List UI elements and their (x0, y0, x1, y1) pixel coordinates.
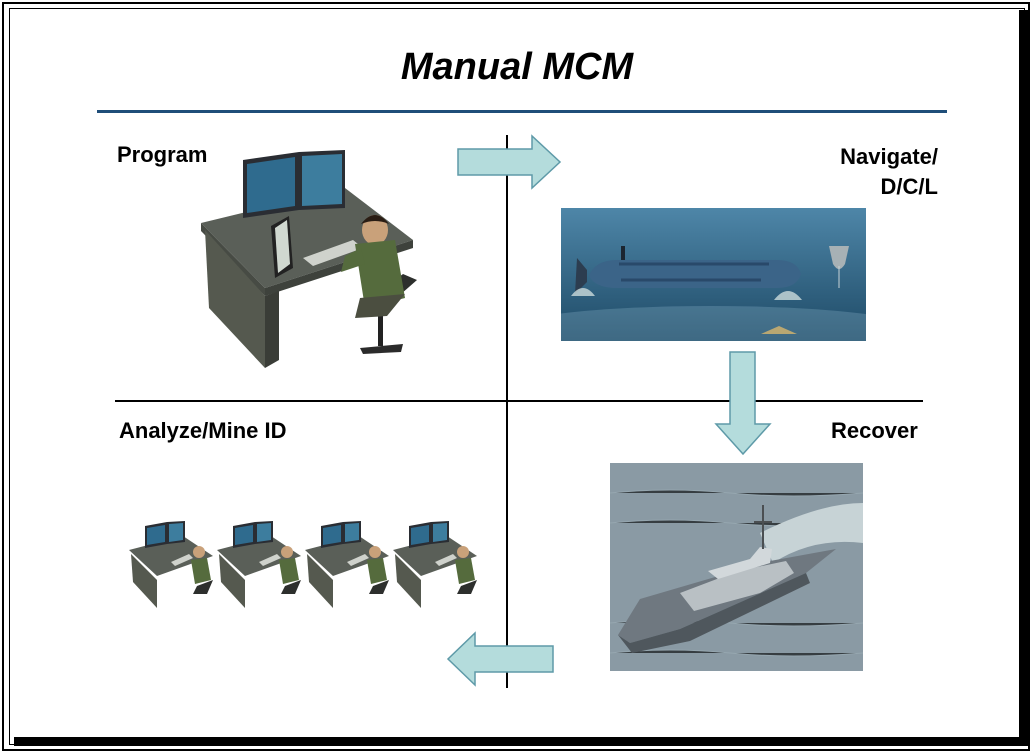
arrow-right-icon (457, 134, 562, 190)
program-label: Program (117, 142, 208, 167)
vertical-divider (506, 135, 508, 688)
arrow-down-icon (714, 351, 772, 456)
navigate-label-line1: Navigate/ (840, 144, 938, 169)
analyze-label: Analyze/Mine ID (119, 418, 287, 443)
littoral-combat-ship-image (610, 463, 863, 671)
horizontal-divider (115, 400, 923, 402)
frame-shadow-bottom (14, 737, 1028, 746)
analyst-workstation-icon (129, 521, 213, 608)
slide-title: Manual MCM (400, 46, 634, 88)
analyst-workstation-icon (217, 521, 301, 608)
title-underline (97, 110, 947, 113)
program-workstation-icon (195, 148, 425, 370)
recover-label: Recover (831, 418, 918, 443)
analyst-workstations-group (127, 520, 487, 608)
analyst-workstation-icon (393, 521, 477, 608)
navigate-label: Navigate/ D/C/L (760, 142, 938, 202)
navigate-label-line2: D/C/L (880, 174, 938, 199)
frame-shadow-right (1019, 10, 1028, 745)
arrow-left-icon (446, 631, 554, 687)
underwater-vehicle-image (561, 208, 866, 341)
analyst-workstation-icon (305, 521, 389, 608)
